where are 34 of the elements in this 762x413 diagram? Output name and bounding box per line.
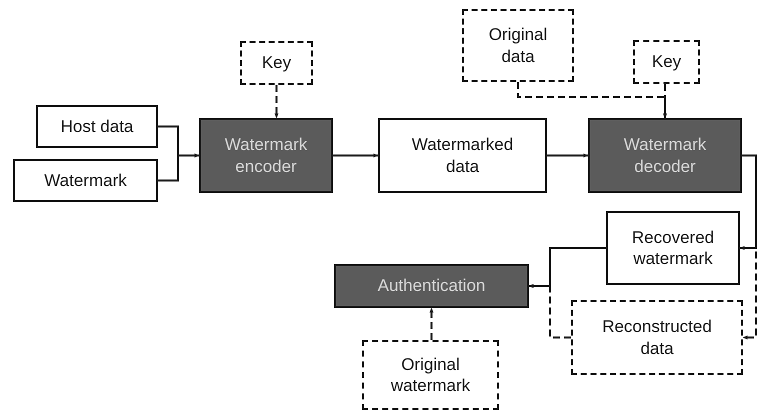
box-label: Key <box>652 51 682 73</box>
box-label: Watermark encoder <box>224 134 308 177</box>
optional-input-box <box>362 340 499 410</box>
optional-input-box <box>633 40 700 84</box>
process-block <box>588 118 742 193</box>
box-label: Original watermark <box>390 354 472 396</box>
dashed-arrow <box>430 308 434 340</box>
box-label: Authentication <box>378 275 486 297</box>
process-block <box>334 264 529 308</box>
process-box <box>378 118 547 193</box>
optional-input-box <box>240 41 313 85</box>
arrow <box>333 154 378 158</box>
dashed-arrow <box>663 84 667 118</box>
box-label: Watermarked data <box>410 134 514 177</box>
optional-input-box <box>571 300 743 375</box>
process-block <box>199 118 333 193</box>
box-label: Watermark decoder <box>622 134 708 177</box>
arrow <box>158 154 200 182</box>
dashed-arrow <box>274 85 278 118</box>
box-label: Key <box>262 52 292 74</box>
optional-input-box <box>462 9 574 82</box>
arrow <box>740 154 757 250</box>
dashed-arrow <box>742 154 757 340</box>
box-label: Host data <box>60 116 134 138</box>
process-box <box>13 159 158 202</box>
box-label: Watermark <box>44 170 127 192</box>
box-label: Original data <box>488 24 548 67</box>
process-box <box>606 211 740 285</box>
dashed-arrow <box>517 82 667 118</box>
process-box <box>36 105 158 148</box>
box-label: Reconstructed data <box>601 316 713 359</box>
box-label: Recovered watermark <box>630 226 716 270</box>
dashed-arrow <box>528 284 571 338</box>
arrow <box>547 154 588 158</box>
